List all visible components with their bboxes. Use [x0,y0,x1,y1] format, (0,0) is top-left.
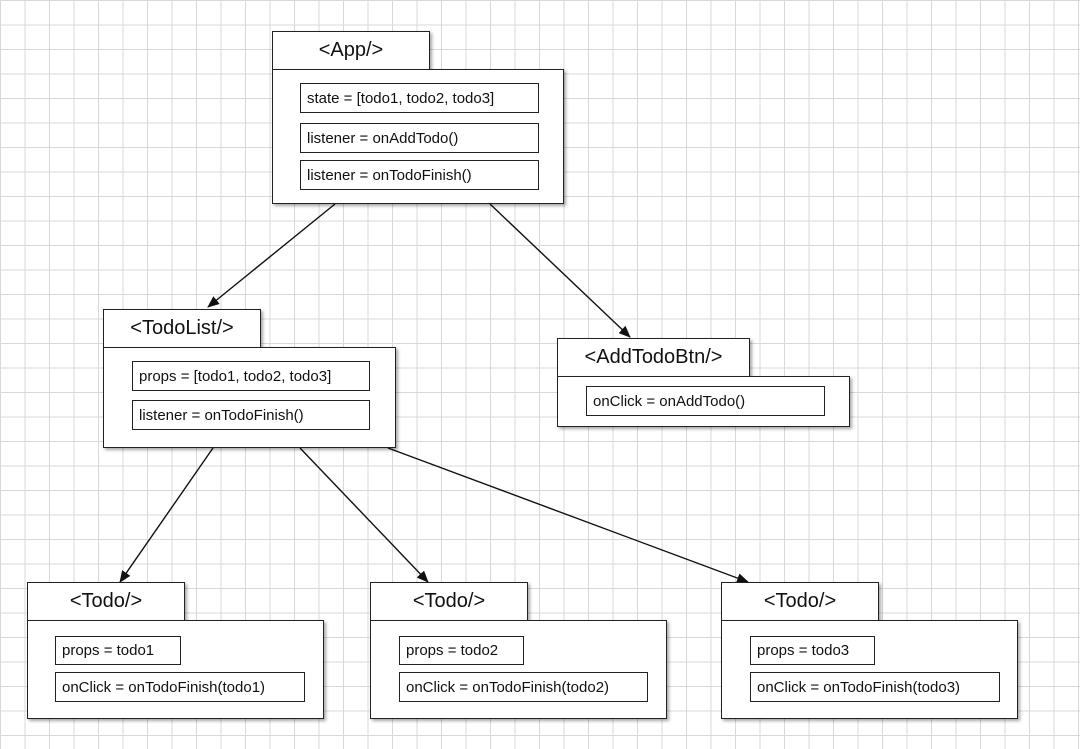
node-app-field-listener-add: listener = onAddTodo() [300,123,539,153]
node-todolist-title: <TodoList/> [103,309,261,348]
node-app-field-state: state = [todo1, todo2, todo3] [300,83,539,113]
node-todo1-body [27,620,324,719]
edge-todolist-to-todo2 [299,447,429,583]
node-todolist-field-props: props = [todo1, todo2, todo3] [132,361,370,391]
node-app-title: <App/> [272,31,430,70]
edge-app-to-todolist [207,203,336,308]
node-todo3-field-props: props = todo3 [750,636,875,665]
node-todo3-title: <Todo/> [721,582,879,621]
node-todo2-title: <Todo/> [370,582,528,621]
edge-todolist-to-todo1 [119,447,214,583]
edge-app-to-addtodobtn [489,203,631,338]
node-todo3-body [721,620,1018,719]
node-todo1-title: <Todo/> [27,582,185,621]
node-addtodobtn-title: <AddTodoBtn/> [557,338,750,377]
node-todo2-field-onclick: onClick = onTodoFinish(todo2) [399,672,648,702]
node-todo2-body [370,620,667,719]
node-todo2-field-props: props = todo2 [399,636,524,665]
node-app-field-listener-finish: listener = onTodoFinish() [300,160,539,190]
node-addtodobtn-field-onclick: onClick = onAddTodo() [586,386,825,416]
node-todo3-field-onclick: onClick = onTodoFinish(todo3) [750,672,1000,702]
node-todolist-field-listener: listener = onTodoFinish() [132,400,370,430]
node-todo1-field-onclick: onClick = onTodoFinish(todo1) [55,672,305,702]
edge-todolist-to-todo3 [387,447,749,583]
node-todo1-field-props: props = todo1 [55,636,181,665]
